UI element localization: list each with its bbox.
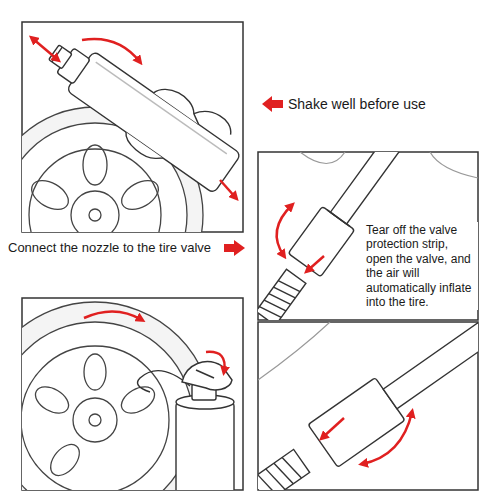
spray-bottle: [35, 22, 243, 201]
tire-drawing: [84, 354, 106, 390]
panel-inflate: [362, 412, 412, 464]
valve-coupler: [383, 322, 478, 409]
panel-shake: [0, 17, 252, 323]
valve-coupler: [266, 467, 285, 490]
step-note: Tear off the valve protection strip, ope…: [364, 222, 478, 310]
valve-coupler: [258, 472, 277, 490]
wheel-drawing: [71, 191, 119, 232]
panel-inflate: [236, 286, 500, 500]
valve-coupler: [278, 277, 300, 294]
panel-tire: [0, 298, 243, 500]
valve-coupler: [269, 290, 291, 307]
panel-connect: [249, 93, 478, 330]
valve-coupler: [274, 461, 293, 486]
panel-shake: [220, 180, 236, 198]
tire-drawing: [89, 414, 101, 426]
spray-bottle: [121, 81, 207, 171]
valve-coupler: [300, 152, 345, 164]
valve-coupler: [258, 152, 478, 320]
tire-drawing: [45, 439, 85, 481]
spray-bottle: [35, 22, 243, 201]
valve-coupler: [264, 297, 286, 314]
wheel-drawing: [83, 145, 107, 185]
panel-tire: [84, 311, 142, 320]
wheel-drawing: [117, 175, 164, 216]
wheel-drawing: [29, 149, 161, 232]
valve-coupler: [282, 455, 301, 480]
wheel-drawing: [27, 175, 74, 216]
step-caption: Connect the nozzle to the tire valve: [8, 240, 211, 256]
tire-drawing: [22, 346, 169, 490]
panel-inflate: [322, 418, 344, 438]
valve-coupler: [330, 152, 428, 224]
valve-coupler: [258, 449, 310, 490]
wheel-drawing: [89, 209, 101, 221]
panel-connect: [307, 256, 324, 271]
valve-coupler: [258, 322, 330, 380]
valve-coupler: [258, 322, 478, 490]
spray-bottle: [66, 51, 241, 194]
panel-shake: [82, 39, 140, 62]
valve-coupler: [259, 303, 281, 320]
step-caption: Shake well before use: [288, 96, 426, 113]
spray-can: [138, 362, 234, 490]
tire-drawing: [73, 398, 117, 442]
tire-drawing: [117, 381, 159, 418]
spray-bottle: [194, 103, 236, 138]
valve-coupler: [430, 152, 478, 178]
pointer-arrow: [262, 96, 283, 112]
panel-shake: [32, 38, 58, 60]
spray-can: [196, 370, 214, 378]
valve-coupler: [258, 322, 478, 490]
tire-drawing: [22, 322, 193, 490]
pointer-arrow: [224, 240, 245, 256]
panel-connect: [277, 205, 292, 256]
panel-tire: [206, 352, 225, 372]
valve-coupler: [327, 210, 350, 226]
valve-coupler: [258, 269, 306, 320]
spray-bottle: [96, 62, 227, 154]
spray-can: [176, 402, 234, 490]
spray-bottle: [49, 45, 72, 69]
tire-drawing: [31, 381, 73, 418]
valve-coupler: [274, 284, 296, 301]
